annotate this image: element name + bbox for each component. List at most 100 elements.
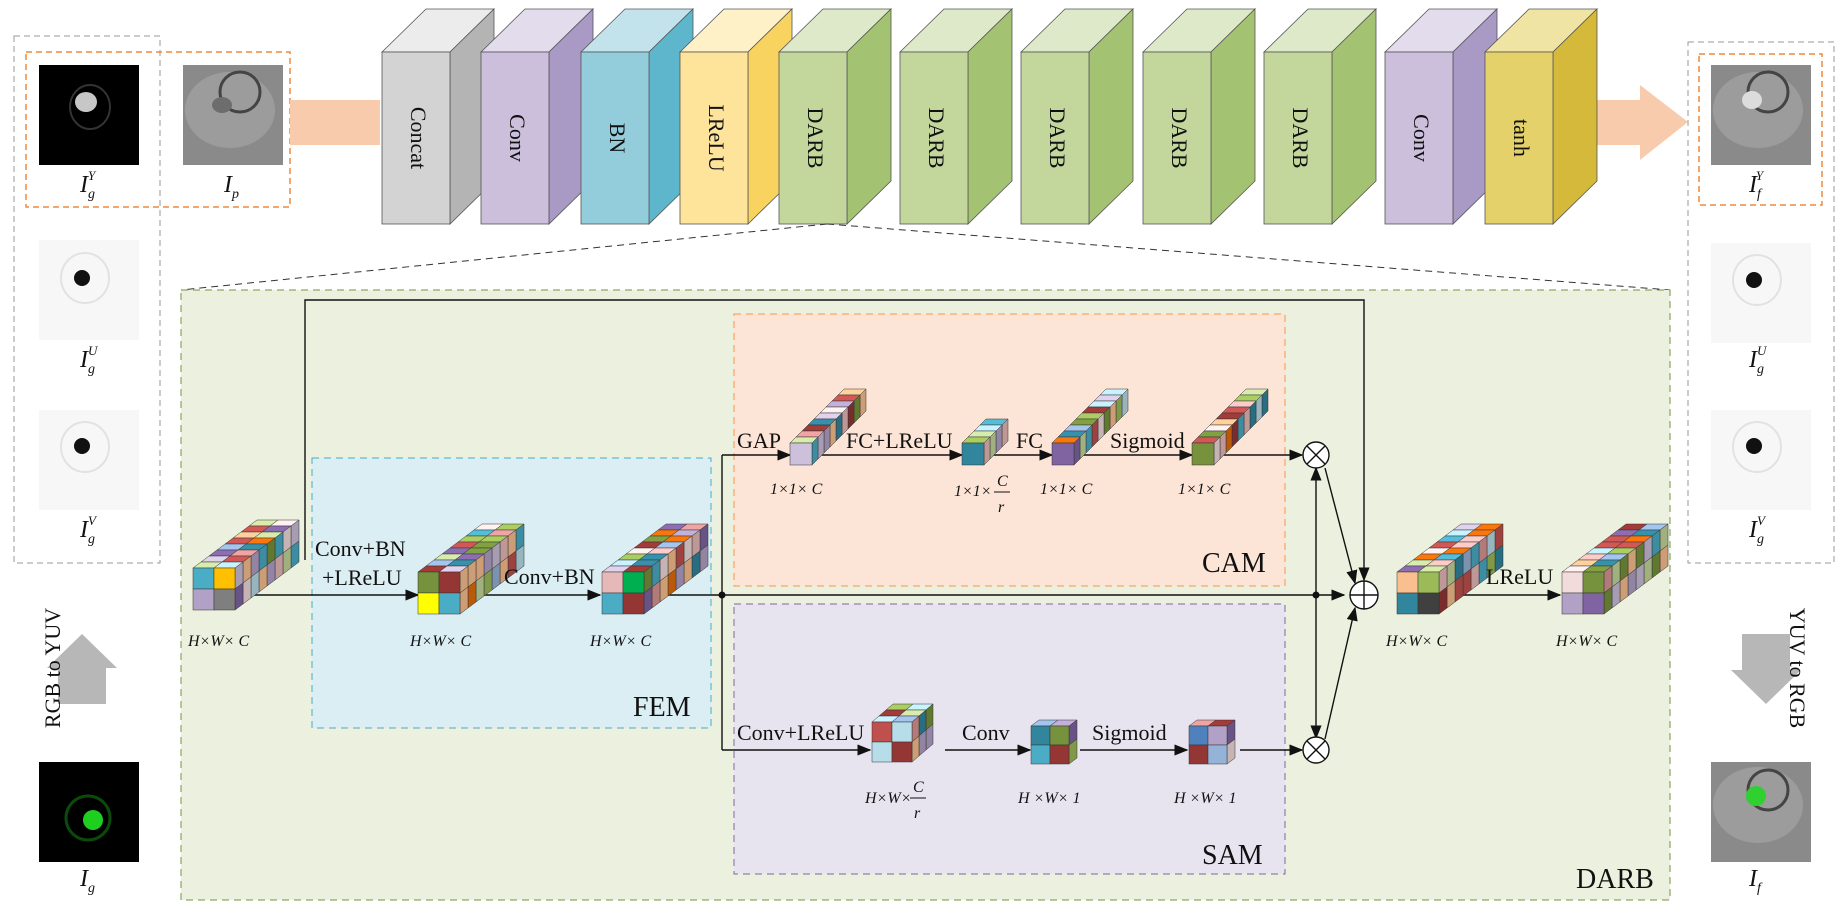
- tensor-cube: [601, 523, 709, 615]
- pipeline-block-label: DARB: [1288, 107, 1313, 168]
- ig-u-image: [39, 240, 139, 340]
- if-y-label: IfY: [1748, 168, 1765, 202]
- zoom-line-left: [180, 223, 828, 291]
- dimension-labels: H×W× C H×W× C H×W× C H×W× C H×W× C 1×1× …: [187, 473, 1617, 822]
- tensor-cube: [1396, 523, 1504, 615]
- rgb-to-yuv-label: RGB to YUV: [40, 608, 65, 728]
- pipeline-block: Conv: [1384, 8, 1498, 225]
- ip-label: Ip: [223, 172, 239, 202]
- left-panel: RGB to YUV IgY Ip IgU IgV Ig: [13, 35, 291, 896]
- dim-label: H×W× C: [1385, 633, 1447, 650]
- pipeline-block: Conv: [480, 8, 594, 225]
- right-ig-u-label: IgU: [1748, 343, 1768, 377]
- dim-label: H×W×: [864, 790, 911, 807]
- dim-label: r: [914, 805, 921, 822]
- op-lrelu-out-label: LReLU: [1486, 564, 1553, 589]
- ig-y-label: IgY: [79, 168, 97, 202]
- op-conv-bn-label: Conv+BN: [315, 536, 406, 561]
- op-conv-label: Conv: [962, 720, 1010, 745]
- op-fc-label: FC: [1016, 428, 1043, 453]
- pipeline: Concat Conv BN LReLU DARB DARB DARB DARB DARB Con…: [290, 8, 1688, 225]
- pipeline-block-label: DARB: [1167, 107, 1192, 168]
- up-arrow-icon: [47, 634, 117, 704]
- input-flow-arrow: [290, 100, 380, 145]
- dim-label: 1×1× C: [1040, 481, 1093, 498]
- ig-y-image: [39, 65, 139, 165]
- pipeline-block-label: DARB: [1045, 107, 1070, 168]
- tensor-cube: [871, 703, 934, 763]
- pipeline-block-label: DARB: [803, 107, 828, 168]
- dim-label: H ×W× 1: [1017, 790, 1080, 807]
- ig-v-image: [39, 410, 139, 510]
- zoom-line-right: [826, 223, 1671, 291]
- dim-label: 1×1× C: [1178, 481, 1231, 498]
- yuv-to-rgb-label: YUV to RGB: [1785, 608, 1810, 729]
- pipeline-block-label: LReLU: [704, 104, 729, 171]
- tensor-cube: [1030, 719, 1078, 765]
- op-sigmoid-sam-label: Sigmoid: [1092, 720, 1167, 745]
- dim-label: 1×1×: [954, 483, 992, 500]
- multiply-icon: [1302, 441, 1330, 469]
- pipeline-block: Concat: [381, 8, 495, 225]
- junction-dot: [1312, 591, 1320, 599]
- pipeline-block-label: BN: [605, 123, 630, 154]
- pipeline-block: tanh: [1484, 8, 1598, 225]
- pipeline-block: DARB: [778, 8, 892, 225]
- ig-label: Ig: [79, 866, 95, 896]
- add-icon: [1349, 580, 1379, 610]
- sam-label: SAM: [1202, 840, 1263, 871]
- pipeline-block: LReLU: [679, 8, 793, 225]
- left-yuv-box: [13, 35, 161, 564]
- connections: [250, 299, 1562, 756]
- op-fc-lrelu-label: FC+LReLU: [846, 428, 953, 453]
- junction-dot: [718, 591, 726, 599]
- tensor-cube: [417, 523, 525, 615]
- pipeline-block-label: DARB: [924, 107, 949, 168]
- tensor-cube: [789, 388, 867, 466]
- tensor-cube: [961, 418, 1009, 466]
- tensor-cube: [1561, 523, 1669, 615]
- pipeline-block: BN: [580, 8, 694, 225]
- op-conv-bn2-label: Conv+BN: [504, 564, 595, 589]
- op-sigmoid-cam-label: Sigmoid: [1110, 428, 1185, 453]
- tensor-cube: [192, 519, 300, 611]
- op-conv-lrelu-label: Conv+LReLU: [737, 720, 864, 745]
- pipeline-block-label: Conv: [505, 114, 530, 162]
- ig-v-label: IgV: [79, 513, 98, 547]
- output-flow-arrow: [1597, 85, 1688, 160]
- darb-detail: DARB FEM CAM SAM: [180, 289, 1671, 901]
- pipeline-block: DARB: [1142, 8, 1256, 225]
- op-gap-label: GAP: [737, 428, 781, 453]
- dim-label: H×W× C: [409, 633, 471, 650]
- right-ig-v-image: [1711, 410, 1811, 510]
- dim-label: C: [913, 779, 924, 796]
- cam-label: CAM: [1202, 548, 1266, 579]
- right-output-box: [1698, 53, 1823, 206]
- dim-label: H×W× C: [187, 633, 249, 650]
- dim-label: C: [997, 473, 1008, 490]
- right-yuv-box: [1687, 41, 1835, 564]
- right-ig-v-label: IgV: [1748, 513, 1767, 547]
- op-lrelu-label: +LReLU: [322, 565, 402, 590]
- tensor-cube: [1051, 388, 1129, 466]
- if-label: If: [1748, 866, 1763, 896]
- pipeline-block-label: Conv: [1409, 114, 1434, 162]
- pipeline-block: DARB: [899, 8, 1013, 225]
- dim-label: 1×1× C: [770, 481, 823, 498]
- ig-u-label: IgU: [79, 343, 99, 377]
- pipeline-block: DARB: [1020, 8, 1134, 225]
- tensor-cube: [1191, 388, 1269, 466]
- tensor-cube: [1188, 719, 1236, 765]
- right-panel: YUV to RGB IfY IgU IgV If: [1687, 41, 1835, 896]
- dim-label: H ×W× 1: [1173, 790, 1236, 807]
- dim-label: H×W× C: [1555, 633, 1617, 650]
- dim-label: r: [998, 499, 1005, 516]
- multiply-icon: [1302, 736, 1330, 764]
- pipeline-block: DARB: [1263, 8, 1377, 225]
- dim-label: H×W× C: [589, 633, 651, 650]
- pipeline-block-label: tanh: [1509, 119, 1534, 157]
- fem-label: FEM: [633, 692, 691, 723]
- down-arrow-icon: [1731, 634, 1801, 704]
- right-ig-u-image: [1711, 243, 1811, 343]
